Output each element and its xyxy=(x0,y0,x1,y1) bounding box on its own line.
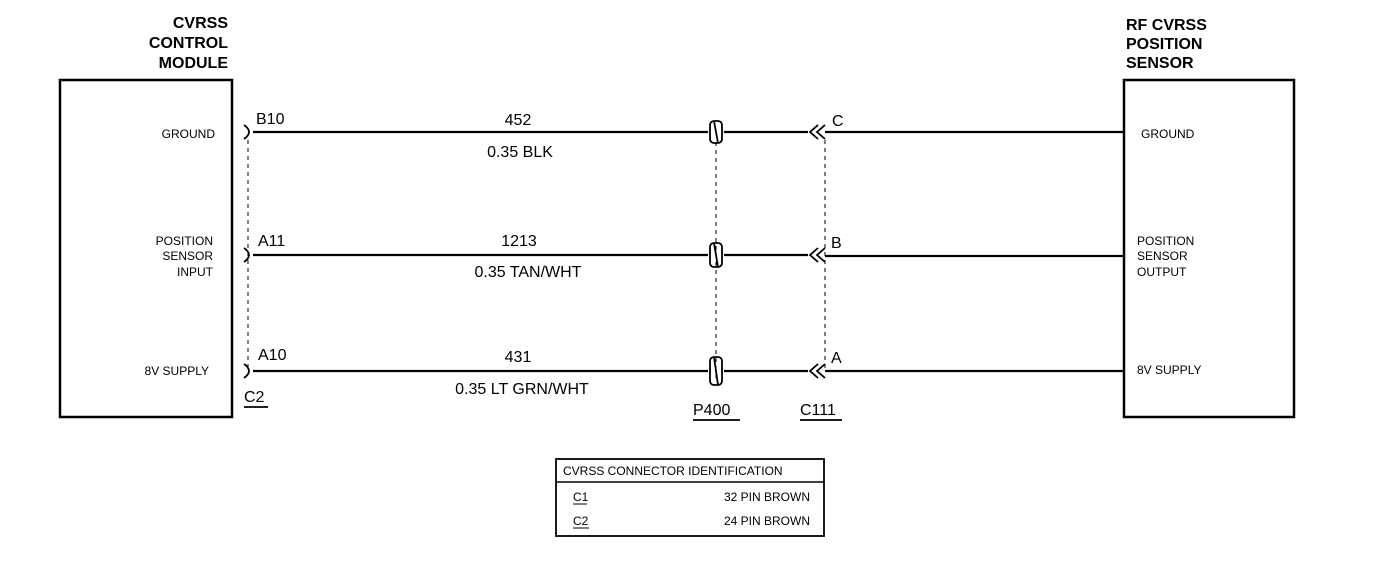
circuit-1213-label: 1213 xyxy=(501,233,537,250)
wire-452-desc: 0.35 BLK xyxy=(487,144,553,161)
pin-a11-label: A11 xyxy=(258,233,285,250)
circuit-431-label: 431 xyxy=(505,349,532,366)
right-module-title-line-3: SENSOR xyxy=(1126,55,1194,72)
left-pin-label-position-3: INPUT xyxy=(177,265,214,279)
right-terminal-a xyxy=(808,363,826,379)
right-pin-label-position-2: SENSOR xyxy=(1137,249,1188,263)
left-module-title-line-2: CONTROL xyxy=(149,35,228,52)
right-terminal-b xyxy=(808,247,826,263)
connector-c2-label: C2 xyxy=(244,389,265,406)
table-title: CVRSS CONNECTOR IDENTIFICATION xyxy=(563,464,783,478)
right-pin-label-supply: 8V SUPPLY xyxy=(1137,363,1201,377)
table-row-2-id: C2 xyxy=(573,514,589,528)
right-pin-label-ground: GROUND xyxy=(1141,127,1195,141)
left-terminal-a10 xyxy=(243,363,250,379)
left-pin-label-supply: 8V SUPPLY xyxy=(145,364,209,378)
splice-p400-2 xyxy=(709,242,723,268)
wire-1213-desc: 0.35 TAN/WHT xyxy=(475,264,582,281)
connector-c111-label: C111 xyxy=(800,402,836,419)
rf-cvrss-position-sensor-box xyxy=(1122,78,1296,419)
table-row-2-desc: 24 PIN BROWN xyxy=(724,514,810,528)
right-terminal-c xyxy=(808,124,826,140)
connector-p400-label: P400 xyxy=(693,402,730,419)
pin-b10-label: B10 xyxy=(256,111,285,128)
table-row-1-id: C1 xyxy=(573,490,589,504)
pin-a-label: A xyxy=(831,350,842,367)
connector-identification-table: CVRSS CONNECTOR IDENTIFICATION C1 32 PIN… xyxy=(555,458,825,537)
pin-c-label: C xyxy=(832,113,844,130)
right-pin-label-position-1: POSITION xyxy=(1137,234,1194,248)
table-row-1-desc: 32 PIN BROWN xyxy=(724,490,810,504)
left-terminal-a11 xyxy=(243,247,250,263)
left-pin-label-position-2: SENSOR xyxy=(162,249,213,263)
pin-a10-label: A10 xyxy=(258,347,287,364)
right-module-title-line-1: RF CVRSS xyxy=(1126,17,1207,34)
splice-p400-1 xyxy=(709,120,723,144)
left-terminal-b10 xyxy=(243,124,250,140)
right-module-title-line-2: POSITION xyxy=(1126,36,1202,53)
pin-b-label: B xyxy=(831,235,842,252)
right-pin-label-position-3: OUTPUT xyxy=(1137,265,1187,279)
wire-431-desc: 0.35 LT GRN/WHT xyxy=(455,381,589,398)
left-module-title-line-3: MODULE xyxy=(159,55,229,72)
left-pin-label-ground: GROUND xyxy=(162,127,216,141)
splice-p400-3 xyxy=(709,356,723,386)
left-module-title-line-1: CVRSS xyxy=(173,15,228,32)
circuit-452-label: 452 xyxy=(505,112,532,129)
left-pin-label-position-1: POSITION xyxy=(156,234,213,248)
cvrss-control-module-box xyxy=(58,78,234,419)
